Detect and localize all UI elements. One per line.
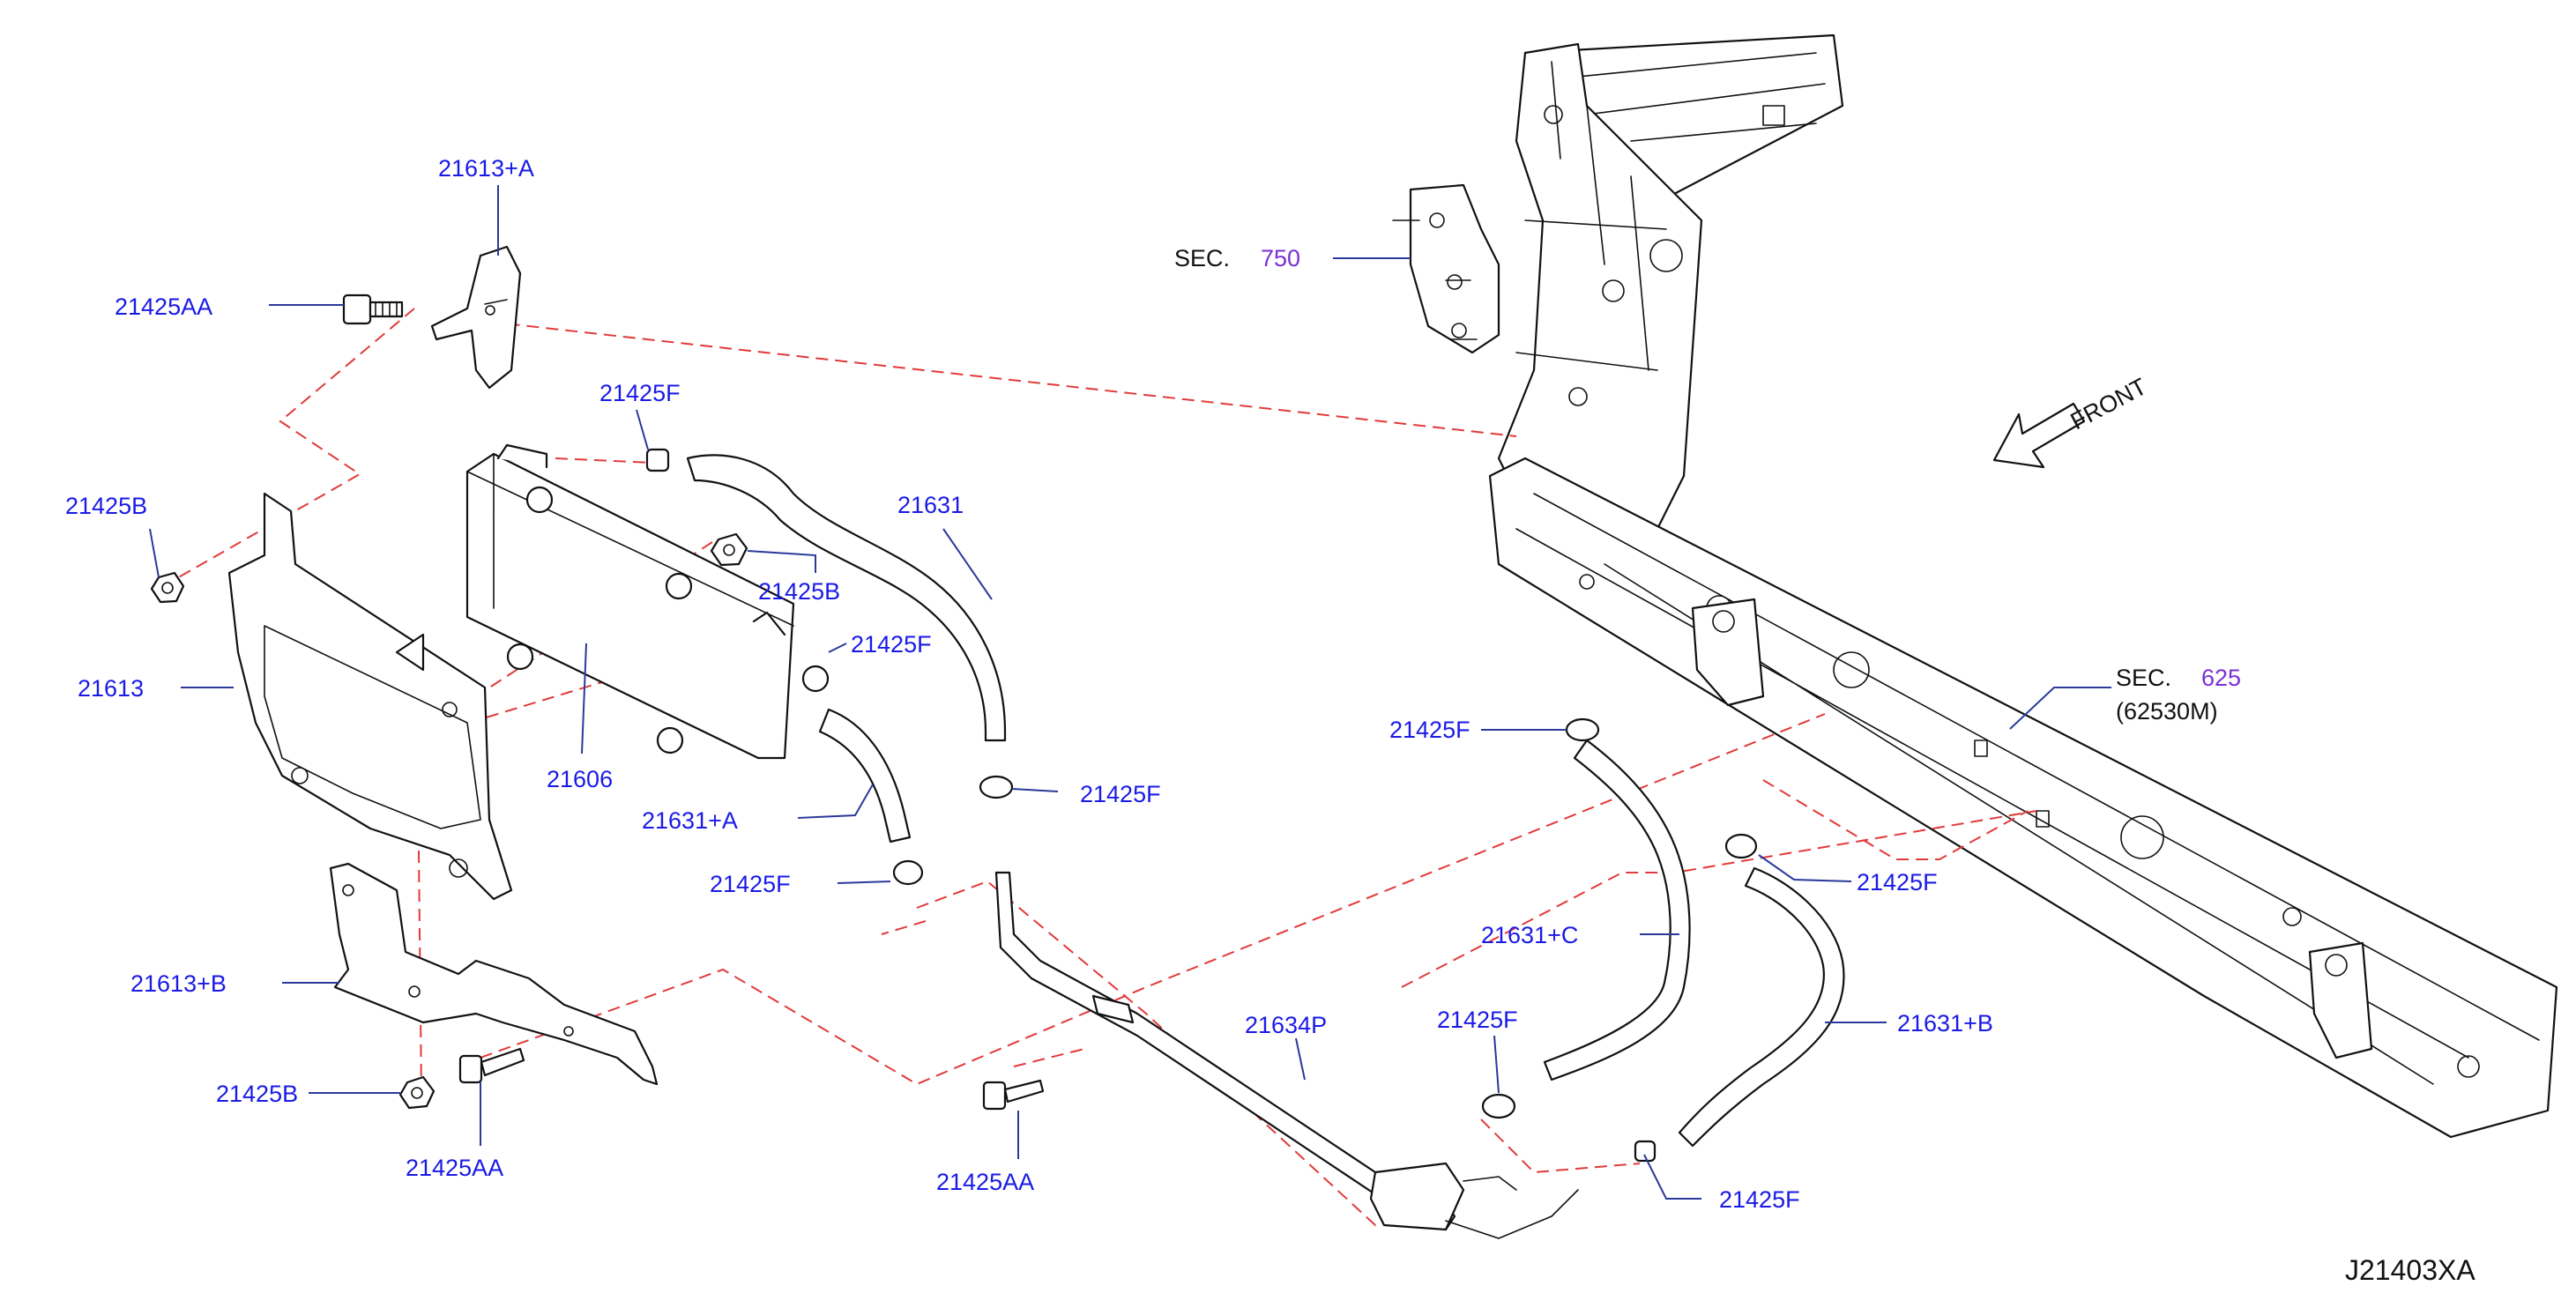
label-21425B-left: 21425B (65, 493, 147, 519)
label-21425F-right3: 21425F (1719, 1186, 1800, 1213)
label-sec750-number: 750 (1261, 245, 1300, 271)
front-arrow (1992, 402, 2086, 469)
clamps (645, 448, 1758, 1163)
label-21425AA-center: 21425AA (936, 1169, 1034, 1195)
clamp-21425F-tube (979, 775, 1014, 799)
clamp-21425F-center (1481, 1093, 1516, 1119)
part-21425AA-bolt-top (342, 294, 404, 325)
label-21613B: 21613+B (130, 970, 227, 997)
part-21631-hose (686, 454, 1007, 742)
part-21613A-bracket (430, 245, 522, 390)
clamp-21425F-right3 (1634, 1140, 1657, 1163)
label-21425F-mid: 21425F (851, 631, 932, 658)
vehicle-frame (1392, 33, 2558, 1139)
label-21613A: 21613+A (438, 155, 534, 182)
part-21425B-nut-bottom (398, 1075, 436, 1110)
label-21425AA-bottom: 21425AA (406, 1155, 503, 1181)
part-21631B-hose (1678, 866, 1845, 1148)
label-21631B: 21631+B (1897, 1010, 1993, 1037)
label-21631A: 21631+A (642, 807, 738, 834)
label-21425F-center: 21425F (1437, 1007, 1518, 1033)
part-21425AA-bolt-bottom (458, 1047, 525, 1084)
part-21613B-bracket (329, 862, 659, 1086)
label-21634P: 21634P (1245, 1012, 1327, 1038)
label-sec625-number: 625 (2201, 665, 2241, 691)
label-21425B-bottom: 21425B (216, 1081, 298, 1107)
clamp-21425F-right1 (1565, 717, 1600, 742)
diagram-id: J21403XA (2345, 1254, 2475, 1286)
label-21631C: 21631+C (1481, 922, 1578, 948)
clamp-21425F-right2 (1724, 833, 1758, 859)
clamp-21425F-mid (801, 665, 830, 693)
clamp-21425F-top (645, 448, 670, 472)
label-21425F-right1: 21425F (1389, 717, 1470, 743)
part-21613-shroud (227, 492, 513, 901)
label-21631: 21631 (897, 492, 964, 518)
label-sec625-sub: (62530M) (2116, 698, 2218, 725)
part-labels: 21613+A 21425AA 21425F 21425B 21631 2142… (65, 155, 2475, 1286)
label-sec625-prefix: SEC. (2116, 665, 2171, 691)
label-front: FRONT (2066, 373, 2151, 435)
label-21613: 21613 (78, 675, 144, 702)
part-21631C-hose (1543, 739, 1691, 1081)
label-21606: 21606 (547, 766, 613, 792)
part-21631A-hose (818, 708, 912, 844)
label-21425F-lower: 21425F (710, 871, 791, 897)
part-21606-oil-cooler (465, 443, 795, 760)
label-21425F-top: 21425F (599, 380, 681, 406)
label-21425F-right2: 21425F (1857, 869, 1938, 896)
label-21425F-tube: 21425F (1080, 781, 1161, 807)
part-21425AA-bolt-center (982, 1079, 1045, 1111)
label-sec750-prefix: SEC. (1174, 245, 1230, 271)
part-21634P-tube (994, 871, 1579, 1239)
leader-lines (149, 185, 2111, 1200)
label-21425B-mid: 21425B (758, 578, 840, 605)
part-21425B-nut-left (150, 571, 185, 604)
clamp-21425F-lower (892, 859, 924, 886)
label-21425AA-top: 21425AA (115, 294, 212, 320)
part-21425B-nut-mid (710, 532, 748, 567)
